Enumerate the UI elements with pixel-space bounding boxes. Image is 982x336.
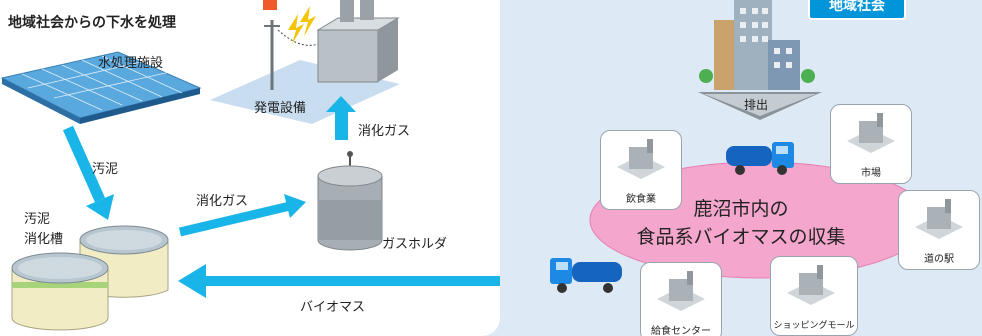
sewage-treatment-panel: 地域社会からの下水を処理 水処理施設 発電設備 消化ガス 汚泥 汚泥 消化槽 消… (0, 0, 500, 336)
restaurant-facility-icon (617, 139, 665, 179)
facility-label-market: 市場 (861, 168, 881, 179)
gas-holder-label: ガスホルダ (382, 237, 448, 252)
facility-label-school-lunch-center: 給食センター (651, 326, 711, 336)
community-badge: 地域社会 (808, 0, 906, 20)
biomass-label: バイオマス (300, 300, 366, 315)
facility-label-roadside-station: 道の駅 (924, 254, 954, 265)
digester-label-line2: 消化槽 (24, 232, 64, 247)
gas-to-holder-arrow (178, 194, 306, 237)
gas-to-power-arrow (326, 96, 356, 140)
sludge-digester-icon (11, 225, 169, 331)
shopping-mall-facility-icon (787, 265, 835, 305)
school-lunch-center-facility-icon (657, 271, 705, 311)
sewage-treatment-illustration (0, 0, 500, 331)
delivery-truck-icon (550, 258, 622, 293)
facility-shopping-mall: ショッピングモール (770, 256, 858, 336)
collection-title-line1: 鹿沼市内の (693, 198, 789, 220)
water-treatment-facility-icon (0, 51, 202, 124)
market-facility-icon (847, 113, 895, 153)
sludge-arrow (62, 125, 114, 220)
panel-title: 地域社会からの下水を処理 (8, 15, 176, 31)
water-facility-label: 水処理施設 (98, 56, 164, 71)
facility-label-shopping-mall: ショッピングモール (773, 321, 855, 331)
gas-right-label: 消化ガス (196, 194, 249, 209)
power-generation-facility-icon (210, 0, 400, 124)
facility-label-restaurant: 飲食業 (626, 194, 656, 205)
power-facility-label: 発電設備 (254, 101, 307, 116)
community-panel: 地域社会 排出 鹿沼市内の 食品系バイオマスの収集 飲食業 市場 道の駅 ショッ… (500, 0, 982, 336)
sludge-label: 汚泥 (92, 162, 119, 177)
digester-label-line1: 汚泥 (24, 212, 51, 227)
roadside-station-facility-icon (915, 199, 963, 239)
collection-title-line2: 食品系バイオマスの収集 (636, 226, 846, 248)
facility-school-lunch-center: 給食センター (640, 262, 722, 336)
city-buildings-icon (699, 0, 815, 90)
facility-market: 市場 (830, 104, 912, 184)
collection-truck-icon (726, 142, 794, 175)
facility-roadside-station: 道の駅 (898, 190, 980, 270)
biomass-arrow (178, 264, 500, 298)
discharge-label: 排出 (744, 98, 769, 112)
gas-holder-icon (317, 151, 383, 251)
facility-restaurant: 飲食業 (600, 130, 682, 210)
gas-up-label: 消化ガス (358, 124, 411, 139)
